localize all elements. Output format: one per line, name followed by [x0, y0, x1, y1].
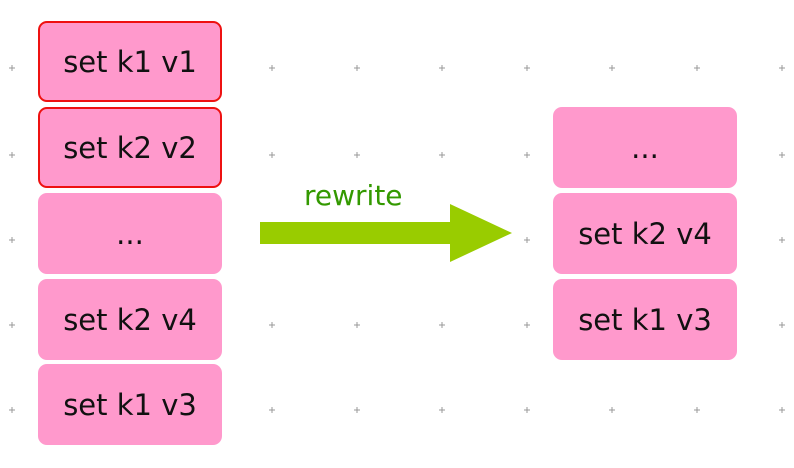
grid-dot [524, 152, 530, 158]
grid-dot [694, 65, 700, 71]
left-block-4: set k2 v4 [38, 279, 222, 360]
grid-dot [524, 65, 530, 71]
grid-dot [779, 152, 785, 158]
right-block-3: set k1 v3 [553, 279, 737, 360]
rewrite-arrow-shape [260, 204, 512, 262]
right-block-1: ... [553, 107, 737, 188]
grid-dot [9, 237, 15, 243]
grid-dot [779, 65, 785, 71]
grid-dot [269, 65, 275, 71]
grid-dot [9, 152, 15, 158]
grid-dot [354, 65, 360, 71]
grid-dot [9, 407, 15, 413]
grid-dot [779, 322, 785, 328]
grid-dot [269, 407, 275, 413]
grid-dot [524, 407, 530, 413]
grid-dot [779, 237, 785, 243]
grid-dot [9, 322, 15, 328]
grid-dot [524, 322, 530, 328]
grid-dot [9, 65, 15, 71]
grid-dot [439, 65, 445, 71]
grid-dot [439, 152, 445, 158]
left-block-3: ... [38, 193, 222, 274]
grid-dot [524, 237, 530, 243]
rewrite-label: rewrite [304, 179, 403, 212]
grid-dot [439, 322, 445, 328]
grid-dot [609, 65, 615, 71]
grid-dot [439, 407, 445, 413]
grid-dot [609, 407, 615, 413]
left-block-5: set k1 v3 [38, 364, 222, 445]
grid-dot [269, 152, 275, 158]
grid-dot [694, 407, 700, 413]
grid-dot [354, 407, 360, 413]
grid-dot [354, 152, 360, 158]
grid-dot [354, 322, 360, 328]
left-block-1: set k1 v1 [38, 21, 222, 102]
grid-dot [779, 407, 785, 413]
grid-dot [269, 322, 275, 328]
right-block-2: set k2 v4 [553, 193, 737, 274]
left-block-2: set k2 v2 [38, 107, 222, 188]
